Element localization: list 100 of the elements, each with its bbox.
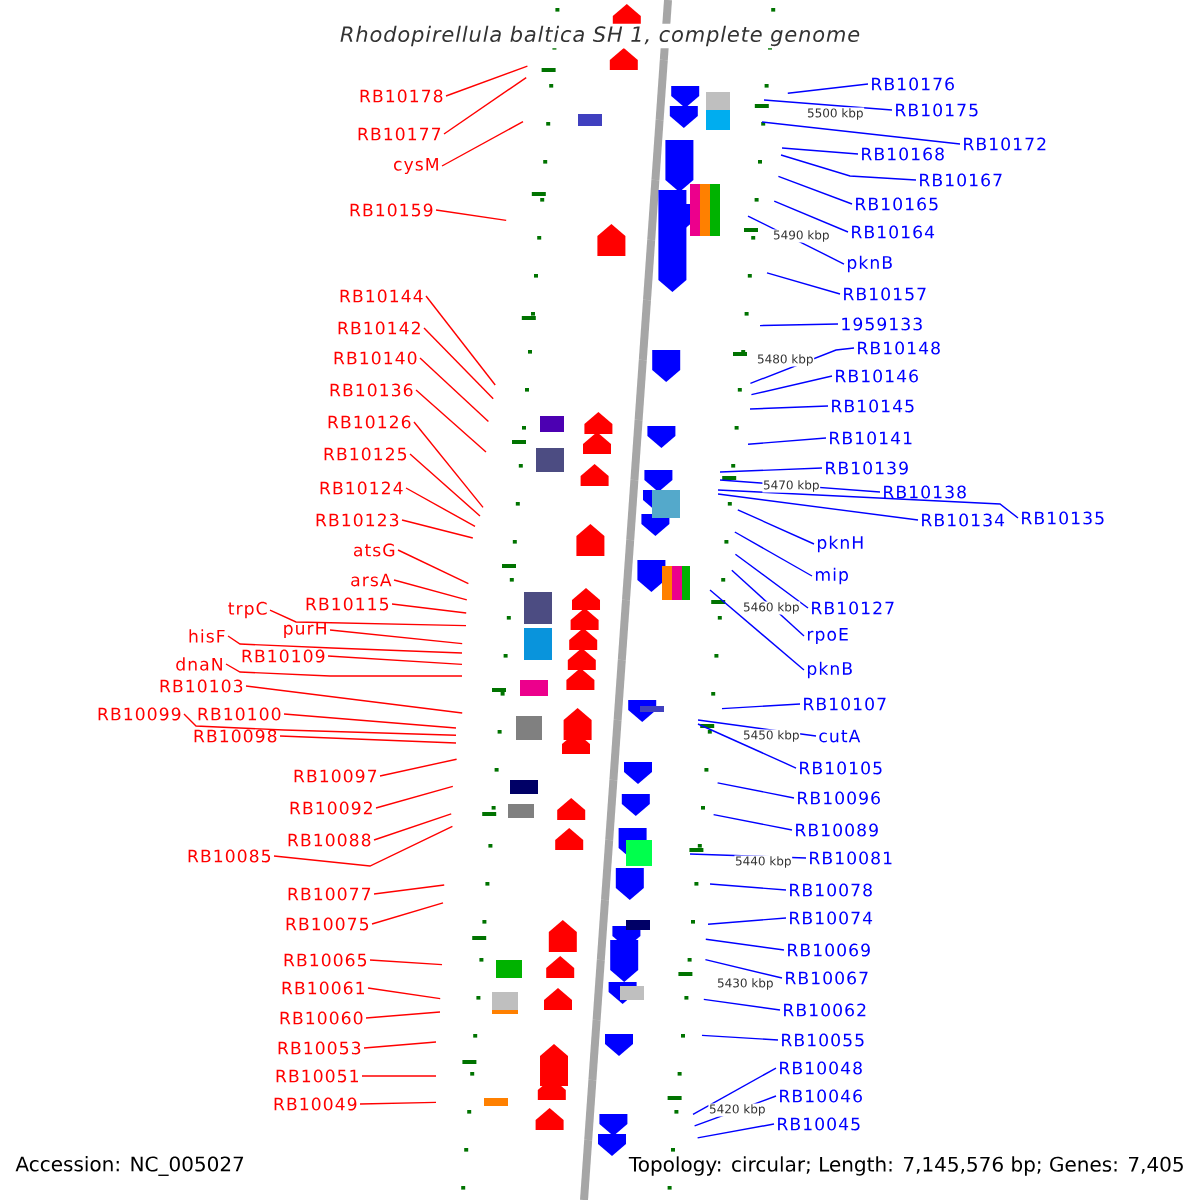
leader-line <box>409 453 481 517</box>
gene-label: RB10048 <box>780 1061 862 1075</box>
gene-label: RB10141 <box>830 431 912 445</box>
gene-label: RB10124 <box>320 481 403 495</box>
leader-line <box>441 120 524 167</box>
leader-line <box>393 579 468 601</box>
gene-label: RB10099 <box>98 707 181 721</box>
gene-label: pknB <box>848 255 892 273</box>
leader-line <box>373 884 445 895</box>
gene-label: RB10165 <box>856 197 938 211</box>
gene-label: arsA <box>351 573 392 587</box>
leader-line <box>445 65 529 97</box>
gene-label: RB10175 <box>896 103 978 117</box>
gene-label: RB10085 <box>188 849 271 863</box>
leader-line <box>707 917 787 925</box>
gene-label: RB10088 <box>288 833 371 847</box>
gene-label: pknH <box>818 535 863 553</box>
leader-line <box>761 121 961 145</box>
gene-label: RB10168 <box>862 147 944 161</box>
leader-line <box>750 375 833 396</box>
gene-label: RB10139 <box>826 461 908 475</box>
leader-line <box>415 389 487 453</box>
gene-label: purH <box>284 622 326 639</box>
gene-label: RB10098 <box>194 729 277 743</box>
leader-line <box>245 685 463 714</box>
gene-label: pknB <box>808 661 852 679</box>
leader-line <box>329 629 463 645</box>
leader-line <box>704 958 783 979</box>
leader-line <box>425 295 496 386</box>
leader-line <box>405 487 476 528</box>
gene-label: mip <box>816 567 848 585</box>
leader-line <box>719 467 823 473</box>
leader-line <box>367 987 441 1000</box>
leader-line <box>759 323 839 327</box>
leader-line <box>709 589 805 671</box>
leader-line <box>709 883 787 891</box>
gene-label: 1959133 <box>842 317 922 331</box>
leader-line <box>361 1075 437 1077</box>
gene-label: RB10144 <box>340 289 423 303</box>
leader-line <box>423 327 494 400</box>
leader-line <box>413 421 484 509</box>
leader-line <box>269 609 467 627</box>
leader-line <box>696 1123 775 1139</box>
leader-line <box>363 1041 437 1049</box>
leader-line <box>279 735 457 744</box>
leader-line <box>273 825 454 867</box>
gene-label: RB10177 <box>358 127 441 141</box>
gene-label: RB10138 <box>884 485 966 499</box>
gene-label: RB10145 <box>832 399 914 413</box>
gene-label: RB10067 <box>786 971 868 985</box>
leader-line <box>717 489 1019 519</box>
leader-line <box>777 175 853 205</box>
gene-label: RB10065 <box>284 953 367 967</box>
leader-line <box>373 813 452 841</box>
gene-label: RB10074 <box>790 911 873 925</box>
gene-label: RB10136 <box>330 383 413 397</box>
gene-label: RB10097 <box>294 769 377 783</box>
leader-line <box>705 938 785 951</box>
gene-label: RB10100 <box>198 707 281 721</box>
leader-line <box>692 1067 777 1116</box>
leader-line <box>359 1101 437 1105</box>
leader-line <box>227 635 463 654</box>
gene-label: RB10135 <box>1022 511 1104 525</box>
gene-label: trpC <box>228 601 267 619</box>
leader-line <box>734 531 813 577</box>
leader-line <box>701 1034 779 1041</box>
gene-label: RB10103 <box>160 679 243 693</box>
gene-label: RB10172 <box>964 137 1046 151</box>
leader-line <box>225 663 463 677</box>
leader-line <box>749 405 829 410</box>
gene-label: RB10157 <box>844 287 926 301</box>
leader-line <box>401 519 474 539</box>
leader-line <box>721 703 801 710</box>
gene-label: RB10051 <box>276 1069 358 1083</box>
gene-label: RB10089 <box>796 823 878 837</box>
gene-label: RB10049 <box>274 1097 357 1111</box>
leader-line <box>365 1011 441 1019</box>
leader-line <box>737 509 815 545</box>
diagram-title: Rhodopirellula baltica SH 1, complete genome <box>337 23 863 49</box>
leader-line <box>697 723 797 769</box>
gene-label: RB10105 <box>800 761 882 775</box>
gene-label: RB10125 <box>324 447 407 461</box>
gene-label: RB10109 <box>242 649 325 663</box>
gene-label: RB10077 <box>288 887 371 901</box>
gene-label: atsG <box>353 543 395 557</box>
gene-label: RB10178 <box>360 89 443 103</box>
gene-label: RB10115 <box>306 597 389 611</box>
leader-line <box>717 493 919 521</box>
gene-label: RB10123 <box>316 513 399 527</box>
gene-label: RB10075 <box>286 917 369 931</box>
gene-label: RB10134 <box>922 513 1005 527</box>
gene-label: RB10126 <box>328 415 411 429</box>
gene-label: hisF <box>189 629 225 643</box>
leader-line <box>419 357 490 423</box>
leader-line <box>379 758 458 777</box>
gene-label: RB10061 <box>282 981 364 995</box>
leader-line <box>375 785 454 809</box>
leader-line <box>773 200 849 233</box>
leader-line <box>703 998 781 1011</box>
leader-line <box>781 147 859 155</box>
